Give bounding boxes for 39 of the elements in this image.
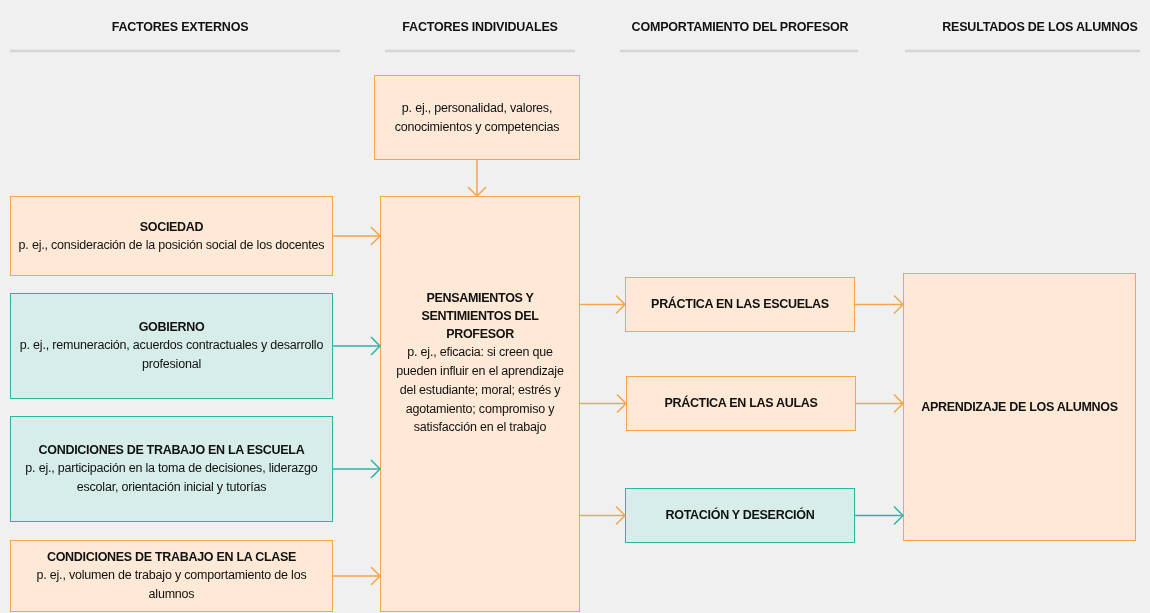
arrow <box>332 336 381 356</box>
column-heading: COMPORTAMIENTO DEL PROFESOR <box>630 20 850 34</box>
box-heading: APRENDIZAJE DE LOS ALUMNOS <box>921 398 1118 416</box>
factor-box <box>10 416 333 522</box>
factor-box <box>903 273 1136 541</box>
column-heading: FACTORES INDIVIDUALES <box>401 20 559 34</box>
column-heading: RESULTADOS DE LOS ALUMNOS <box>941 20 1139 34</box>
box-text: p. ej., remuneración, acuerdos contractuales y desarrollo profesional <box>18 337 325 374</box>
box-text: p. ej., consideración de la posición social de los docentes <box>18 236 325 254</box>
arrow <box>855 393 904 414</box>
factor-box <box>10 540 333 612</box>
arrow <box>332 566 381 586</box>
box-heading: PRÁCTICA EN LAS ESCUELAS <box>651 295 829 314</box>
factor-box <box>380 196 580 612</box>
arrow <box>579 505 626 526</box>
factor-box <box>625 488 855 543</box>
factor-box <box>374 75 580 160</box>
box-heading: PRÁCTICA EN LAS AULAS <box>664 394 818 413</box>
box-heading: CONDICIONES DE TRABAJO EN LA CLASE <box>46 549 297 567</box>
box-text: p. ej., volumen de trabajo y comportamiento de los alumnos <box>35 567 308 604</box>
arrow <box>579 294 626 315</box>
arrow <box>332 226 381 246</box>
arrow <box>579 393 627 414</box>
box-heading: CONDICIONES DE TRABAJO EN LA ESCUELA <box>38 442 305 460</box>
arrow <box>854 505 904 526</box>
factor-box <box>10 196 333 276</box>
box-heading: ROTACIÓN Y DESERCIÓN <box>665 506 815 525</box>
arrow <box>467 159 487 197</box>
column-heading: FACTORES EXTERNOS <box>110 20 250 34</box>
box-heading: SOCIEDAD <box>139 218 204 236</box>
box-heading: GOBIERNO <box>138 319 205 337</box>
factor-box <box>626 376 856 431</box>
box-text: p. ej., participación en la toma de decisiones, liderazgo escolar, orientación inicial y tutorías <box>24 460 319 497</box>
factor-box <box>625 277 855 332</box>
arrow <box>854 294 904 315</box>
arrow <box>332 459 381 479</box>
box-text: p. ej., eficacia: si creen que pueden influir en el aprendizaje del estudiante; moral; estrés y agotamiento; compromiso y satisfacción en el trabajo <box>395 344 565 437</box>
factor-box <box>10 293 333 399</box>
box-text: p. ej., personalidad, valores, conocimientos y competencias <box>393 99 561 136</box>
